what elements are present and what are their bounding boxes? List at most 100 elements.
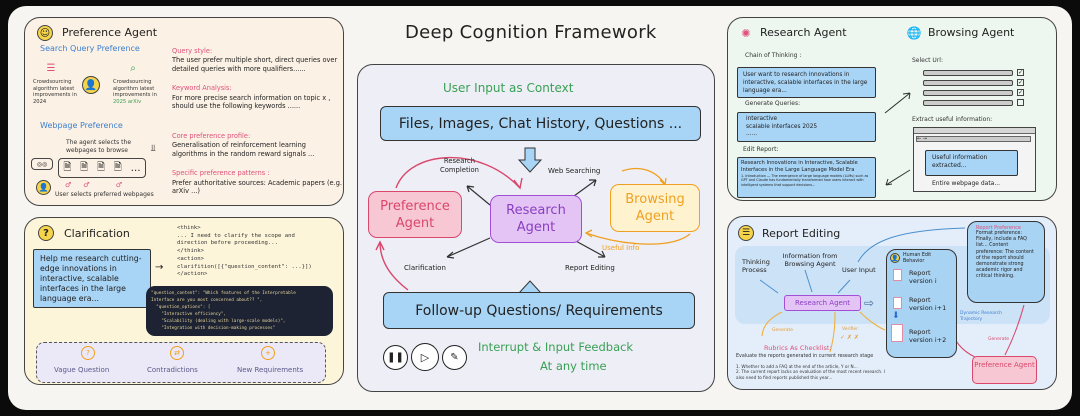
any-time-label: At any time xyxy=(540,359,607,373)
report-doc-icon xyxy=(893,269,902,281)
preference-agent-node: Preference Agent xyxy=(972,356,1037,384)
url-bar[interactable] xyxy=(923,70,1013,76)
arrow-right-icon: → xyxy=(155,262,164,273)
preference-profile: Query style: The user prefer multiple sh… xyxy=(172,47,342,195)
document-icon: 🗎 xyxy=(96,161,106,173)
edit-report-label: Edit Report: xyxy=(743,146,779,153)
search-query-preference-heading: Search Query Preference xyxy=(40,44,140,53)
chain-box: User want to research innovations in int… xyxy=(737,67,876,98)
select-url-label: Select Url: xyxy=(912,57,943,64)
filter-icon: ⫫ xyxy=(150,144,156,154)
web-searching-label: Web Searching xyxy=(548,167,601,175)
like-icons: ♂♂ ♂ xyxy=(65,181,135,189)
edit-button[interactable]: ✎ xyxy=(442,345,467,370)
report-doc-icon xyxy=(891,324,903,342)
profile-body: Prefer authoritative sources: Academic p… xyxy=(172,178,342,196)
code-line: "question_options": [ xyxy=(151,305,211,310)
type-contradictions: Contradictions xyxy=(147,366,198,374)
generate-label: Generate xyxy=(988,337,1010,342)
url-checkbox[interactable]: ✓ xyxy=(1017,79,1024,86)
url-checkbox[interactable]: ✓ xyxy=(1017,69,1024,76)
profile-heading: Keyword Analysis: xyxy=(172,84,232,93)
code-line: Interface are you most concerned about??… xyxy=(151,298,263,303)
document-icon: 🗎 xyxy=(80,161,89,173)
document-icon: 🗎 xyxy=(113,161,122,173)
rubrics-title: Rubrics As Checklist: xyxy=(764,344,832,352)
code-line: "Interactive efficiency", xyxy=(151,312,227,317)
human-edit-label: Human Edit Behavior xyxy=(903,253,932,264)
query-line: scalable interfaces 2025 xyxy=(746,123,818,130)
think-line: <action> xyxy=(177,255,204,262)
code-block: "question_content": "Which features of t… xyxy=(146,286,333,336)
query-after: Crowdsourcing algorithm latest improveme… xyxy=(113,79,163,105)
think-line: </action> xyxy=(177,271,208,278)
research-agent-title: Research Agent xyxy=(760,26,847,39)
user-input-label: User Input as Context xyxy=(443,81,574,95)
profile-body: For more precise search information on t… xyxy=(172,93,331,111)
user-input-label: User Input xyxy=(842,266,876,274)
profile-body: The user prefer multiple short, direct q… xyxy=(172,56,338,73)
play-button[interactable]: ▷ xyxy=(411,343,439,371)
followup-to-preference-arrow xyxy=(379,241,409,291)
search-list-icon: ☰ xyxy=(46,62,56,74)
query-after-highlight: 2025 arXiv xyxy=(113,98,142,105)
research-agent-node: Research Agent xyxy=(490,195,582,243)
globe-icon: 🌐 xyxy=(906,26,922,40)
extract-label: Extract useful information: xyxy=(912,116,993,123)
pause-button[interactable]: ❚❚ xyxy=(383,345,408,370)
preference-agent-node: Preference Agent xyxy=(368,191,462,238)
browsing-agent-node: Browsing Agent xyxy=(610,184,700,232)
down-arrow xyxy=(517,147,543,173)
research-agent-node: Research Agent xyxy=(784,295,861,311)
url-bar[interactable] xyxy=(923,80,1013,86)
generate-label: Generate xyxy=(772,328,794,333)
browser-address-bar: ← → xyxy=(916,136,1031,142)
code-line: "Integration with decision-making proces… xyxy=(151,326,276,331)
panel-title: Report Editing xyxy=(762,227,841,240)
useful-info-label: Useful Info xyxy=(602,244,640,252)
research-brain-icon: ✺ xyxy=(741,26,751,40)
followup-bar: Follow-up Questions/ Requirements xyxy=(383,292,695,329)
question-icon: ? xyxy=(38,225,54,241)
preference-agent-panel xyxy=(24,17,344,206)
edit-report-box: Research Innovations in Interactive, Sca… xyxy=(737,157,876,198)
rubrics-items: 1. Whether to add a FAQ at the end of th… xyxy=(736,364,886,380)
useful-info-box: Useful information extracted... xyxy=(925,150,1018,176)
user-prompt-box: Help me research cutting-edge innovation… xyxy=(33,249,151,308)
type-vague-question: Vague Question xyxy=(54,366,110,374)
robot-icon: ◎◎ xyxy=(31,158,53,170)
type-new-requirements: New Requirements xyxy=(237,366,304,374)
profile-body: Generalisation of reinforcement learning… xyxy=(172,141,315,158)
panel-title: Clarification xyxy=(64,227,130,240)
arrow-right-icon: ⇨ xyxy=(864,296,875,310)
contradictions-icon: ⇄ xyxy=(170,346,184,360)
user-avatar-icon: 👤 xyxy=(890,253,900,263)
url-checkbox[interactable] xyxy=(1017,99,1024,106)
rubric-item: 1. Whether to add a FAQ at the end of th… xyxy=(736,364,858,369)
code-line: "question_content": "Which features of t… xyxy=(151,291,296,296)
document-icon: 🗎 xyxy=(63,161,72,173)
url-bar[interactable] xyxy=(923,100,1013,106)
verifier-label: Verifier xyxy=(842,327,859,332)
profile-heading: Query style: xyxy=(172,47,213,55)
chain-label: Chain of Thinking : xyxy=(745,52,802,59)
clarification-types: ? Vague Question ⇄ Contradictions + New … xyxy=(36,342,326,383)
think-line: </think> xyxy=(177,248,204,255)
dynamic-trajectory-label: Dynamic Research Trajectory xyxy=(960,311,1002,322)
queries-label: Generate Queries: xyxy=(745,100,801,107)
useful-info-arrow xyxy=(585,232,691,245)
search-doc-icon: ⌕ xyxy=(130,62,136,74)
think-block: <think> ... I need to clarify the scope … xyxy=(177,225,312,279)
think-line: <think> xyxy=(177,225,201,231)
code-line: "Scalability (dealing with large-scale m… xyxy=(151,319,286,324)
queries-box: interactive scalable interfaces 2025 ...… xyxy=(737,112,876,142)
report-title: Research Innovations in Interactive, Sca… xyxy=(741,160,858,173)
browser-window: ← → Useful information extracted... Enti… xyxy=(913,127,1036,192)
smiley-icon: ☺ xyxy=(37,25,53,41)
report-version: Report version i+1 xyxy=(909,296,947,312)
webpage-preference-heading: Webpage Preference xyxy=(40,121,123,130)
url-bar[interactable] xyxy=(923,90,1013,96)
human-edit-box: 👤 Human Edit Behavior Report version i R… xyxy=(886,249,957,358)
url-checkbox[interactable]: ✓ xyxy=(1017,89,1024,96)
profile-heading: Specific preference patterns : xyxy=(172,169,270,178)
